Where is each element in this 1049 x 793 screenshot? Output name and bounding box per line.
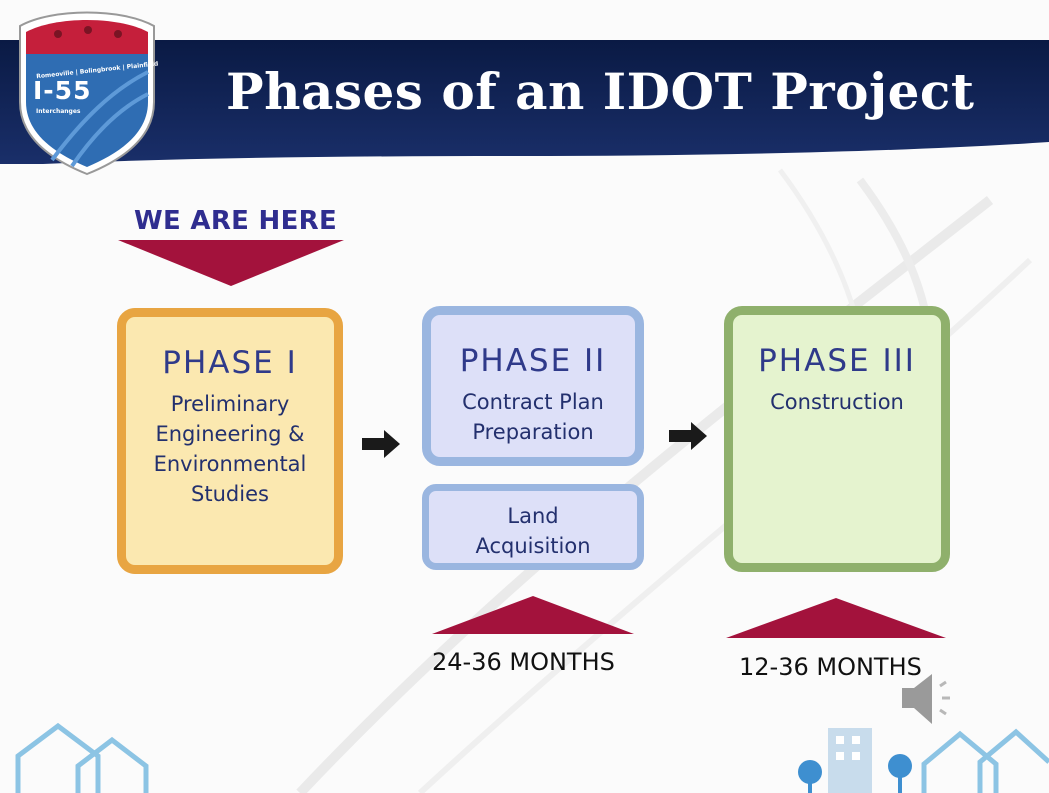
phase-1-title: PHASE I <box>162 345 298 381</box>
phase-3-title: PHASE III <box>758 343 916 379</box>
buildings-right-decoration <box>798 728 1049 793</box>
title-banner: Phases of an IDOT Project <box>0 14 1049 164</box>
speaker-icon[interactable] <box>898 668 964 730</box>
phase-3-description: Construction <box>733 387 941 417</box>
page-title: Phases of an IDOT Project <box>226 62 975 121</box>
right-arrow-icon <box>669 422 707 450</box>
we-are-here-arrow <box>118 240 344 286</box>
phase-1-box: PHASE I Preliminary Engineering & Enviro… <box>117 308 343 574</box>
phase-1-description: Preliminary Engineering & Environmental … <box>126 389 334 509</box>
phase-2-box: PHASE II Contract Plan Preparation <box>422 306 644 466</box>
phase-2-duration: 24-36 MONTHS <box>432 648 615 676</box>
land-acquisition-box: Land Acquisition <box>422 484 644 570</box>
land-acquisition-line: Land <box>507 504 559 528</box>
right-arrow-icon <box>362 430 400 458</box>
logo-sub-text: Interchanges <box>36 108 81 115</box>
i55-logo: Romeoville | Bolingbrook | Plainfield I-… <box>12 10 162 178</box>
phase-3-line: Construction <box>770 390 904 414</box>
phase-2-duration-arrow <box>432 596 634 634</box>
phase-1-line: Preliminary <box>170 392 290 416</box>
phase-3-box: PHASE III Construction <box>724 306 950 572</box>
phase-3-duration: 12-36 MONTHS <box>739 653 922 681</box>
phase-2-line: Contract Plan <box>462 390 604 414</box>
land-acquisition-text: Land Acquisition <box>429 501 637 561</box>
phase-3-duration-arrow <box>726 598 946 638</box>
phase-2-description: Contract Plan Preparation <box>431 387 635 447</box>
phase-1-line: Environmental <box>153 452 307 476</box>
phase-2-line: Preparation <box>472 420 594 444</box>
land-acquisition-line: Acquisition <box>475 534 591 558</box>
houses-left-decoration <box>15 722 149 793</box>
we-are-here-label: WE ARE HERE <box>134 206 338 236</box>
phase-2-title: PHASE II <box>459 343 607 379</box>
phase-1-line: Studies <box>191 482 269 506</box>
logo-number: I-55 <box>33 76 92 105</box>
phase-1-line: Engineering & <box>155 422 305 446</box>
